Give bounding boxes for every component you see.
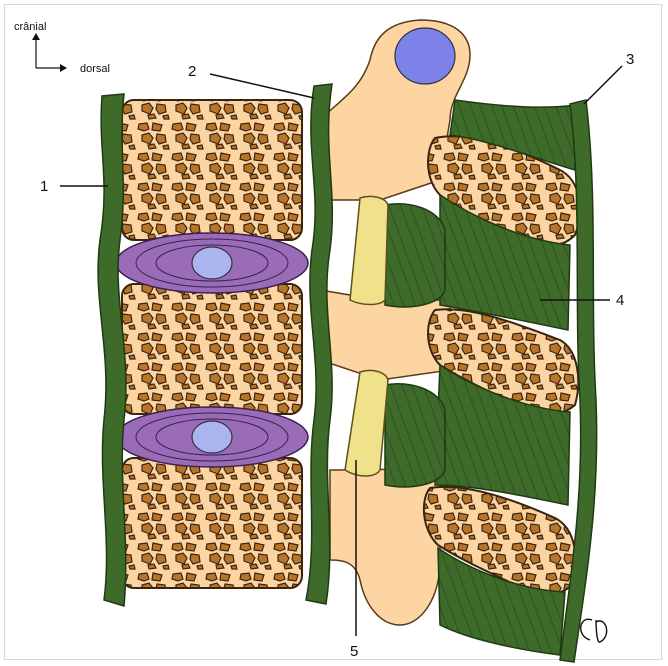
label-2: 2 bbox=[188, 63, 196, 80]
vertebral-bodies bbox=[122, 100, 302, 588]
orientation-indicator: crânial dorsal bbox=[14, 21, 110, 75]
label-5: 5 bbox=[350, 643, 358, 660]
dorsal-label: dorsal bbox=[80, 63, 110, 75]
label-4: 4 bbox=[616, 292, 624, 309]
nucleus-pulposus bbox=[192, 247, 232, 279]
anterior-ligament bbox=[98, 94, 126, 606]
posterior-ligament bbox=[306, 84, 332, 604]
up-arrow-icon bbox=[32, 33, 40, 40]
spinal-canal bbox=[395, 28, 455, 84]
right-arrow-icon bbox=[60, 64, 67, 72]
label-3: 3 bbox=[626, 51, 634, 68]
cranial-label: crânial bbox=[14, 21, 46, 33]
signature-mark bbox=[581, 619, 607, 642]
label-1: 1 bbox=[40, 178, 48, 195]
